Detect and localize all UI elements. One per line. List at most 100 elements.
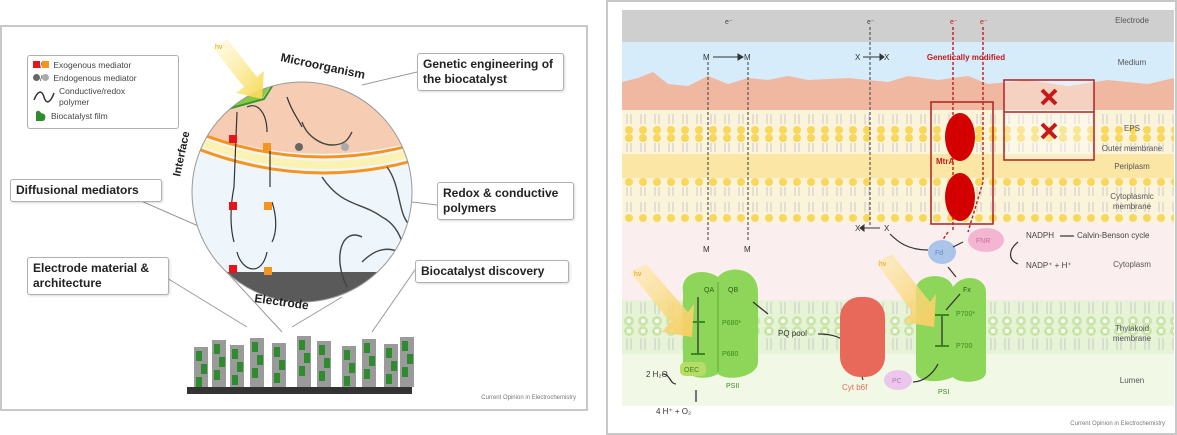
electron-label: e⁻ [950,19,958,26]
biofilm-patch [386,374,392,384]
pq-pool-label: PQ pool [778,329,807,338]
biofilm-patch [274,347,280,357]
qa-label: QA [704,287,714,294]
biofilm-patch [364,343,370,353]
circle-outline [191,81,413,303]
electron-label: e⁻ [725,19,733,26]
biofilm-patch [214,344,220,354]
right-figure-panel: e⁻ e⁻ e⁻ e⁻ M M X X M M X X Genetically … [606,0,1177,435]
legend-item-endogenous: / Endogenous mediator [33,73,173,84]
layer-label-thylakoid-membrane: Thylakoid membrane [1112,324,1152,343]
biofilm-patch [237,362,243,372]
legend-item-polymer: Conductive/redox polymer [33,86,173,108]
mediator-m-red-cyto: M [744,245,751,254]
mediator-m-ox: M [703,53,710,62]
cyt-b6f-complex[interactable] [840,297,885,377]
biofilm-patch [279,360,285,370]
fd-protein [928,240,956,264]
psii-complex[interactable] [682,269,758,378]
oec-label: OEC [684,367,699,374]
credit-text: Current Opinion in Electrochemistry [1070,421,1165,427]
psi-arrows [912,293,961,383]
electron-markers: e⁻ e⁻ e⁻ e⁻ [725,19,988,26]
fnr-protein [968,228,1004,252]
psii-arrows [662,297,769,402]
sun-label: hν [215,44,223,51]
biofilm-patch [402,367,408,377]
biofilm-patch [324,358,330,368]
electrode-pillars [187,336,414,394]
mtr-outer-protein [945,113,975,161]
red-orange-dot-icon: / [33,60,50,71]
p700-label: P700 [956,343,972,350]
layer-label-cytoplasm: Cytoplasm [1113,260,1151,269]
psi-complex[interactable] [915,276,986,382]
fd-label: Fd [935,250,943,257]
biofilm-patch [299,340,305,350]
biofilm-patch [201,364,207,374]
mtr-complex-box [930,101,994,225]
sun-label: hν [634,271,642,278]
sunlight-arrow-icon [876,254,936,327]
biofilm-patch [219,357,225,367]
gray-dot-icon: / [33,73,50,84]
biofilm-patch [232,375,238,385]
psii-labels: QA QB P680* P680 OEC PSII [684,287,741,390]
legend-label: Biocatalyst film [51,110,108,121]
mtr-label: MtrA [936,157,954,166]
magnified-circle [192,82,412,302]
biofilm-patch [344,350,350,360]
mediator-x-red-cyto: X [884,224,890,233]
psii-label: PSII [726,383,739,390]
callout-electrode-material: Electrode material & architecture [27,257,169,295]
sunlight-arrow-icon [212,39,264,99]
mtr-inner-protein [945,173,975,221]
mediator-pairs: M M X X M M X X [703,53,890,254]
biofilm-patch [364,369,370,379]
legend: / Exogenous mediator / Endogenous mediat… [27,55,179,129]
oec [680,362,706,376]
p680-star-label: P680* [722,320,741,327]
sunlight-arrow-icon [630,264,694,337]
biofilm-patch [407,354,413,364]
callout-biocatalyst-discovery: Biocatalyst discovery [415,260,569,283]
biofilm-patch [402,341,408,351]
layer-label-lumen: Lumen [1119,376,1145,385]
calvin-label: Calvin-Benson cycle [1077,231,1150,240]
legend-item-biofilm: Biocatalyst film [33,110,173,122]
mediator-paths [230,96,303,270]
biofilm-patch [252,342,258,352]
biofilm-patch [349,363,355,373]
credit-text: Current Opinion in Electrochemistry [481,395,576,401]
callout-genetic-engineering: Genetic engineering of the biocatalyst [417,53,564,91]
left-figure-panel: / Exogenous mediator / Endogenous mediat… [0,25,588,411]
endogenous-mediators [295,143,349,151]
pc-protein [884,370,912,390]
sun-label: hν [879,261,887,268]
mediator-x-red: X [884,53,890,62]
qb-label: QB [728,287,738,294]
interface-label: Interface [171,130,192,177]
biofilm-patch [304,353,310,363]
biofilm-patch [319,345,325,355]
biofilm-patch [274,373,280,383]
exogenous-mediators [229,135,272,275]
psi-label: PSI [938,389,949,396]
biofilm-patch [214,370,220,380]
deletion-x-icon [1040,88,1058,140]
mediator-m-red: M [744,53,751,62]
eps-layer [622,72,1174,112]
biofilm-patch [252,368,258,378]
biofilm-patch [299,366,305,376]
left-diagram: hν Microorganism Interface Electrode [131,39,438,394]
fnr-label: FNR [976,238,990,245]
water-in-label: 2 H₂O [646,370,668,379]
cytoplasmic-membrane-lipids [622,178,1174,222]
legend-label: Endogenous mediator [53,73,137,83]
electron-label: e⁻ [980,19,988,26]
layer-label-periplasm: Periplasm [1114,162,1150,171]
deletion-box [1003,79,1095,161]
nadph-label: NADPH [1026,231,1054,240]
biofilm-patch [232,349,238,359]
mediator-x-ox: X [855,53,861,62]
